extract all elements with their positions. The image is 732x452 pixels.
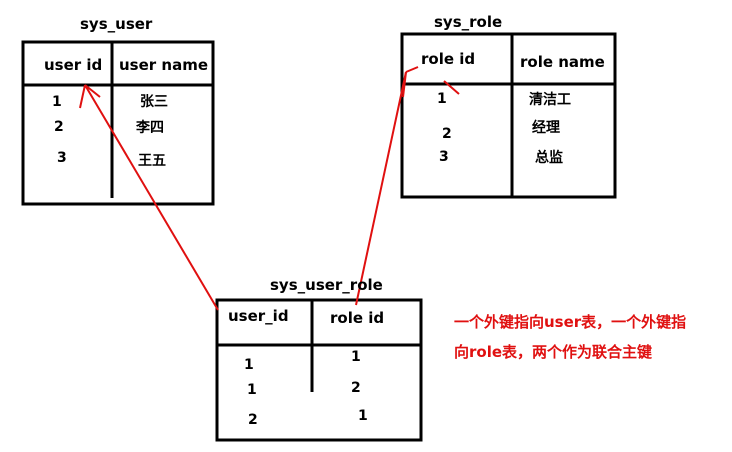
sys-role-row-2-id: 2: [442, 126, 452, 142]
sys-user-table-frame: [21, 40, 215, 206]
sys-role-header-name: role name: [520, 53, 605, 71]
fk-arrow-user: [79, 84, 219, 311]
sys-user-role-title: sys_user_role: [270, 276, 383, 294]
sys-user-row-2-name: 李四: [136, 120, 164, 136]
sys-user-row-2-id: 2: [54, 119, 64, 135]
sys-role-row-1-id: 1: [437, 91, 447, 107]
sys-user-row-3-id: 3: [57, 150, 67, 166]
sys-user-title: sys_user: [80, 15, 153, 33]
sys-user-role-row-1-user: 1: [244, 357, 254, 373]
sys-role-row-2-name: 经理: [532, 120, 560, 136]
annotation-line-2: 向role表，两个作为联合主键: [454, 343, 653, 361]
annotation-line-1: 一个外键指向user表，一个外键指: [454, 313, 687, 331]
sys-user-role-row-1-role: 1: [351, 349, 361, 365]
sys-user-role-header-role-id: role id: [330, 309, 385, 327]
sys-user-role-row-3-role: 1: [358, 408, 368, 424]
sys-role-row-3-name: 总监: [535, 150, 563, 166]
sys-user-role-row-3-user: 2: [248, 412, 258, 428]
sys-user-role-table-frame: [215, 298, 423, 442]
annotation-text: 一个外键指向user表，一个外键指 向role表，两个作为联合主键: [454, 307, 686, 367]
sys-user-role-row-2-role: 2: [351, 380, 361, 396]
sys-role-row-1-name: 清洁工: [529, 92, 571, 108]
sys-user-header-name: user name: [119, 56, 209, 74]
sys-user-header-id: user id: [44, 56, 103, 74]
sys-role-title: sys_role: [434, 13, 503, 31]
sys-user-role-row-2-user: 1: [247, 382, 257, 398]
sys-role-header-id: role id: [421, 50, 476, 68]
sys-user-row-1-id: 1: [52, 94, 62, 110]
sys-user-row-1-name: 张三: [140, 94, 168, 110]
fk-arrow-role: [355, 66, 460, 306]
sys-user-row-3-name: 王五: [138, 153, 166, 169]
sys-role-table-frame: [400, 32, 617, 199]
sys-user-role-header-user-id: user_id: [228, 307, 289, 325]
sys-role-row-3-id: 3: [439, 149, 449, 165]
